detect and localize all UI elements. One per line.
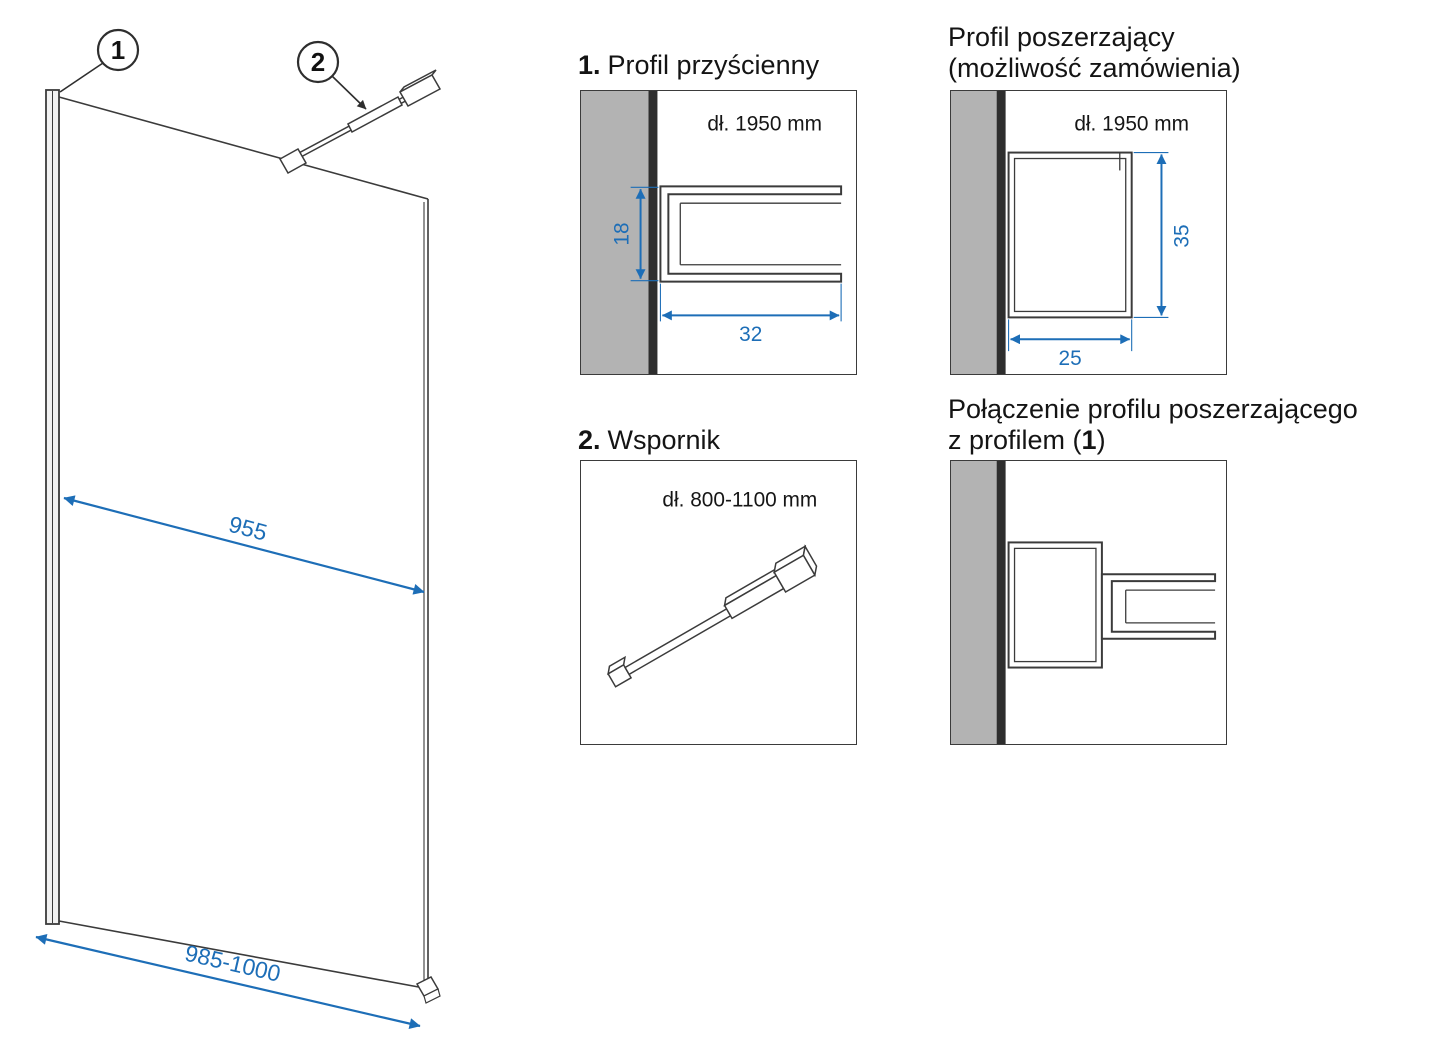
dimension-35-label: 35 xyxy=(1170,224,1193,247)
section1-title: Profil przyścienny xyxy=(607,50,820,80)
section4-title-line1: Połączenie profilu poszerzającego xyxy=(948,394,1358,424)
section4-line2-post: ) xyxy=(1096,425,1106,455)
wspornik-box: dł. 800-1100 mm xyxy=(580,460,857,745)
section3-title-line1: Profil poszerzający xyxy=(948,22,1175,52)
section4-line2-num: 1 xyxy=(1081,425,1097,455)
section1-number: 1. xyxy=(578,50,601,80)
profil-przyscienny-box: dł. 1950 mm 18 32 xyxy=(580,90,857,375)
dimension-total-width-label: 985-1000 xyxy=(183,940,284,987)
section4-heading: Połączenie profilu poszerzającego z prof… xyxy=(948,394,1358,456)
wall-hatch xyxy=(951,461,997,744)
profil-poszerzajacy-drawing: dł. 1950 mm 35 25 xyxy=(951,91,1193,374)
polaczenie-profili-drawing xyxy=(951,461,1217,744)
section3-title-line2: (możliwość zamówienia) xyxy=(948,53,1241,83)
section4-line2-pre: z profilem ( xyxy=(948,425,1082,455)
profil-poszerzajacy-box: dł. 1950 mm 35 25 xyxy=(950,90,1227,375)
glass-panel xyxy=(58,96,429,989)
wall-profile-cross-section xyxy=(659,185,843,283)
dimension-35: 35 xyxy=(1133,152,1193,318)
dimension-32: 32 xyxy=(659,283,842,346)
callout-1: 1 xyxy=(59,28,140,93)
section2-title: Wspornik xyxy=(607,425,721,455)
section1-heading: 1.Profil przyścienny xyxy=(578,50,819,81)
wall-surface-strip xyxy=(996,461,1006,744)
dimension-glass-width-label: 955 xyxy=(226,511,270,546)
section1-length-label: dł. 1950 mm xyxy=(707,113,822,136)
section4-title-line2: z profilem (1) xyxy=(948,425,1358,456)
shower-panel-drawing: 1 2 955 985-1000 xyxy=(35,28,442,1029)
callout-2: 2 xyxy=(296,40,367,110)
polaczenie-profili-box xyxy=(950,460,1227,745)
dimension-18-label: 18 xyxy=(611,222,634,245)
dimension-32-label: 32 xyxy=(739,323,762,346)
wall-block xyxy=(398,73,442,108)
section2-length-label: dł. 800-1100 mm xyxy=(662,489,817,512)
section2-heading: 2.Wspornik xyxy=(578,425,720,456)
callout-2-label: 2 xyxy=(311,47,325,77)
wall-surface-strip xyxy=(996,91,1006,374)
rod xyxy=(624,607,732,676)
dimension-glass-width: 955 xyxy=(63,495,425,595)
section3-heading: Profil poszerzający (możliwość zamówieni… xyxy=(948,22,1241,84)
wall-profile-bar xyxy=(45,89,60,925)
widening-profile-cross-section xyxy=(1007,151,1133,319)
wall-profile-connected xyxy=(1100,573,1217,640)
end-block xyxy=(773,554,816,594)
wall-hatch xyxy=(951,91,997,374)
callout-1-label: 1 xyxy=(111,35,125,65)
support-arm xyxy=(278,69,442,175)
dimension-18: 18 xyxy=(611,186,659,282)
floor-foot xyxy=(415,976,441,1004)
dimension-25-label: 25 xyxy=(1059,347,1082,370)
profil-przyscienny-drawing: dł. 1950 mm 18 32 xyxy=(581,91,843,374)
wall-surface-strip xyxy=(648,91,658,374)
wspornik-drawing: dł. 800-1100 mm xyxy=(607,489,818,688)
section3-length-label: dł. 1950 mm xyxy=(1074,113,1189,136)
widening-profile-section xyxy=(1007,541,1103,669)
glass-clamp xyxy=(278,147,308,175)
dimension-total-width: 985-1000 xyxy=(35,934,421,1029)
support-arm-isometric xyxy=(607,544,818,688)
section2-number: 2. xyxy=(578,425,601,455)
dimension-25: 25 xyxy=(1008,319,1133,370)
